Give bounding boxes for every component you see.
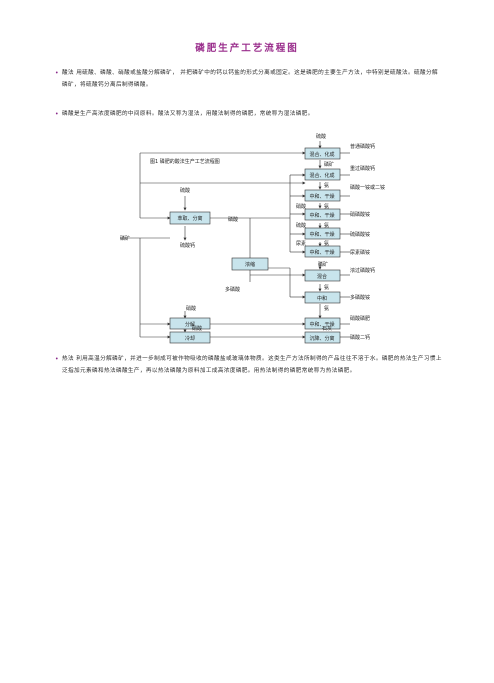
input-sulfuric-acid-2: 硫酸 [296, 222, 306, 229]
input-ammonia-3: 氨 [324, 222, 329, 229]
box-decompose [169, 317, 211, 330]
box-label: 中和、干燥 [309, 321, 334, 328]
input-urea: 尿素 [296, 240, 306, 247]
box-label: 混合、化成 [309, 151, 334, 158]
product-label: 磷酸二钙 [350, 334, 370, 341]
paragraph-text: 用硫酸、磷酸、硝酸或盐酸分解磷矿， 并把磷矿中的钙以钙盐的形式分离或固定。这是磷… [62, 70, 438, 88]
product-label: 硝磷酸铵 [350, 211, 370, 218]
input-sulfuric-acid-top: 硫酸 [316, 133, 326, 140]
paragraph-text: 磷酸是生产高浓度磷肥的中间原料。酸法又称为湿法，用酸法制得的磷肥，常统称为湿法磷… [62, 111, 314, 117]
input-lime: 石灰 [322, 325, 332, 332]
box-freeze [169, 331, 211, 344]
box-neutral-dry-4 [304, 245, 341, 258]
box-label: 混合 [317, 273, 327, 280]
box-neutral-dry-2 [304, 208, 341, 221]
output-polyphosphoric-acid: 多磷酸 [225, 286, 240, 293]
box-label: 浓缩 [245, 261, 255, 268]
input-phosphate-rock-3: 磷矿 [318, 261, 328, 268]
box-mix-cure-2 [304, 168, 341, 181]
box-neutral-dry-5 [304, 317, 341, 330]
paragraph-lead: 酸法 [62, 70, 74, 76]
input-phosphate-rock: 磷矿 [120, 235, 130, 242]
input-sulfuric-acid: 硫酸 [180, 187, 190, 194]
input-nitric-acid-3: 硝酸 [192, 325, 202, 332]
product-label: 多磷酸铵 [350, 294, 370, 301]
input-ammonia-4: 氨 [324, 240, 329, 247]
product-label: 硝酸磷肥 [350, 315, 370, 322]
box-label: 中和、干燥 [309, 212, 334, 219]
input-ammonia-2: 氨 [324, 203, 329, 210]
box-mix [304, 269, 341, 282]
box-label: 中和 [317, 295, 327, 302]
box-neutral [304, 291, 341, 304]
box-neutral-dry-1 [304, 189, 341, 202]
diagram-caption: 图1 磷肥的酸法生产工艺流程图 [150, 158, 220, 165]
output-calcium-sulfate: 硫酸钙 [180, 242, 195, 249]
input-nitric-acid: 硝酸 [296, 203, 306, 210]
box-label: 萃取、分离 [177, 215, 202, 222]
page-title: 磷肥生产工艺流程图 [195, 43, 299, 54]
bullet-icon: • [55, 70, 59, 77]
bullet-icon: • [55, 111, 59, 118]
input-ammonia-5: 氨 [324, 284, 329, 291]
paragraph-acid-method: • 酸法 用硫酸、磷酸、硝酸或盐酸分解磷矿， 并把磷矿中的钙以钙盐的形式分离或固… [55, 68, 442, 91]
box-label: 混合、化成 [309, 172, 334, 179]
product-label: 尿素磷铵 [350, 249, 370, 256]
product-label: 普通磷酸钙 [350, 143, 375, 150]
box-label: 中和、干燥 [309, 193, 334, 200]
paragraph-phosphoric-acid: • 磷酸是生产高浓度磷肥的中间原料。酸法又称为湿法，用酸法制得的磷肥，常统称为湿… [55, 109, 442, 121]
input-nitric-acid-2: 硝酸 [186, 305, 196, 312]
paragraph-thermal-method: • 热法 利用高温分解磷矿，并进一步制成可被作物吸收的磷酸盐或玻璃体物质。这类生… [55, 354, 442, 377]
box-label: 分解 [185, 321, 195, 328]
box-mix-cure-1 [304, 147, 341, 160]
box-label: 中和、干燥 [309, 249, 334, 256]
box-extract-separate [169, 211, 211, 225]
product-label: 重过磷酸钙 [350, 165, 375, 172]
box-label: 沉降、分离 [309, 335, 334, 342]
box-label: 冷却 [185, 335, 195, 342]
box-precipitate-separate [304, 331, 341, 344]
product-label: 浓过磷酸钙 [350, 267, 375, 274]
bullet-icon: • [55, 356, 59, 363]
product-label: 硫磷酸铵 [350, 231, 370, 238]
input-ammonia-6: 氨 [324, 305, 329, 312]
input-ammonia: 氨 [324, 182, 329, 189]
box-label: 中和、干燥 [309, 231, 334, 238]
paragraph-lead: 热法 [62, 356, 74, 362]
paragraph-text: 利用高温分解磷矿，并进一步制成可被作物吸收的磷酸盐或玻璃体物质。这类生产方法所制… [62, 356, 442, 374]
product-label: 磷酸一铵或二铵 [350, 184, 385, 191]
box-neutral-dry-3 [304, 227, 341, 240]
output-phosphoric-acid: 磷酸 [228, 216, 238, 223]
input-phosphate-rock-2: 磷矿 [324, 161, 334, 168]
box-concentrate [231, 257, 269, 271]
